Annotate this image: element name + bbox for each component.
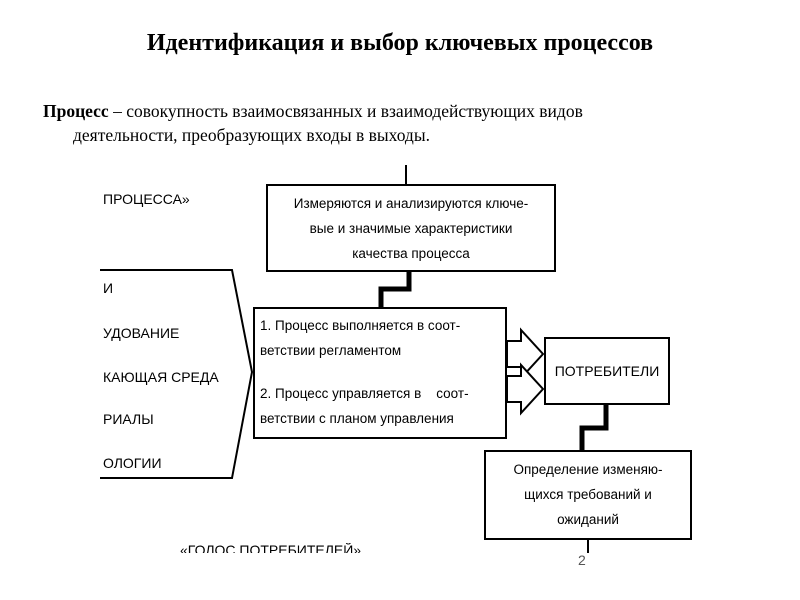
process-item2-line1: 2. Процесс управляется в соот- <box>260 386 469 401</box>
requirements-line3: ожиданий <box>557 512 619 527</box>
left-label-item-1: И <box>103 280 114 296</box>
arrow-1 <box>506 327 545 381</box>
connector-measure-process <box>378 272 412 308</box>
process-definition: Процесс – совокупность взаимосвязанных и… <box>43 99 753 147</box>
measure-box-line3: качества процесса <box>352 246 470 261</box>
process-box: 1. Процесс выполняется в соот- ветствии … <box>253 307 507 439</box>
page-number: 2 <box>578 552 586 568</box>
left-label-item-3: КАЮЩАЯ СРЕДА <box>103 369 219 385</box>
measure-box-line1: Измеряются и анализируются ключе- <box>293 196 529 211</box>
requirements-line1: Определение изменяю- <box>513 462 663 477</box>
process-item2-line2: ветствии с планом управления <box>260 411 454 426</box>
slide-title: Идентификация и выбор ключевых процессов <box>146 30 654 56</box>
left-label-item-4: РИАЛЫ <box>103 411 154 427</box>
left-label-top: ПРОЦЕССА» <box>103 191 190 207</box>
definition-text-line1: – совокупность взаимосвязанных и взаимод… <box>108 101 583 121</box>
measure-box-line2: вые и значимые характеристики <box>309 221 513 236</box>
requirements-box: Определение изменяю- щихся требований и … <box>484 450 692 540</box>
left-label-item-5: ОЛОГИИ <box>103 455 162 471</box>
definition-text-line2: деятельности, преобразующих входы в выхо… <box>73 125 430 145</box>
requirements-line2: щихся требований и <box>524 487 652 502</box>
process-item1-line1: 1. Процесс выполняется в соот- <box>260 318 461 333</box>
left-label-item-2: УДОВАНИЕ <box>103 325 180 341</box>
process-item1-line2: ветствии регламентом <box>260 343 402 358</box>
definition-term: Процесс <box>43 101 109 121</box>
consumers-label: ПОТРЕБИТЕЛИ <box>554 363 660 379</box>
left-bracket <box>100 269 254 479</box>
connector-consumers-requirements <box>579 405 609 451</box>
arrow-2 <box>506 362 545 416</box>
left-label-bottom: «ГОЛОС ПОТРЕБИТЕЛЕЙ» <box>180 543 362 553</box>
consumers-box: ПОТРЕБИТЕЛИ <box>544 337 670 405</box>
measure-characteristics-box: Измеряются и анализируются ключе- вые и … <box>266 184 556 272</box>
